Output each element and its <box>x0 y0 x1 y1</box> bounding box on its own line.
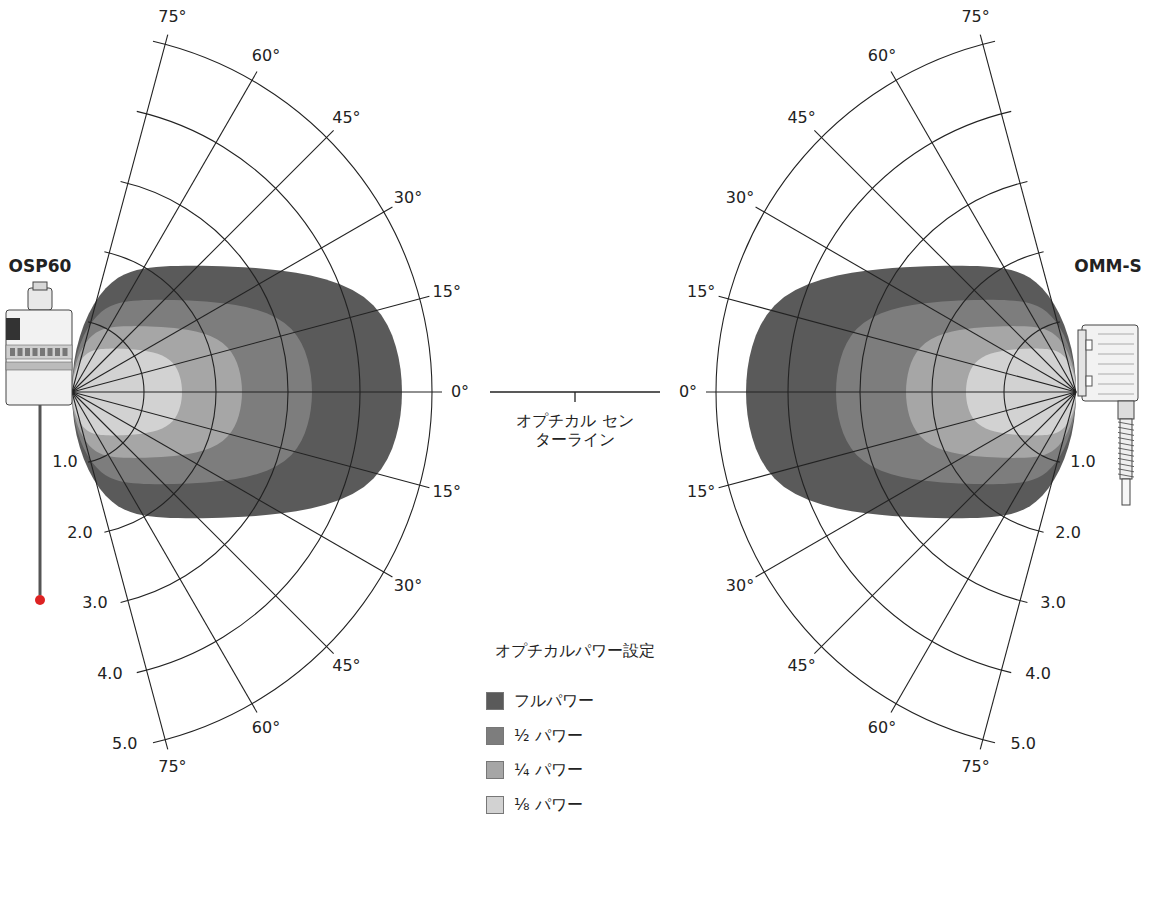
angle-line <box>72 35 168 392</box>
legend-text: ⅛ パワー <box>514 795 583 814</box>
angle-label: 15° <box>687 483 715 502</box>
thread <box>1118 448 1134 451</box>
thread <box>1118 453 1134 456</box>
fin <box>1098 364 1134 365</box>
angle-label: 45° <box>332 108 360 127</box>
legend-text: ½ パワー <box>514 726 583 745</box>
window-mark <box>25 348 30 356</box>
thread <box>1118 422 1134 425</box>
range-label: 2.0 <box>1055 523 1080 542</box>
fin <box>1098 334 1134 335</box>
center-tick <box>574 392 575 402</box>
thread <box>1118 458 1134 461</box>
osp60-probe <box>6 282 72 605</box>
thread <box>1118 474 1134 477</box>
thread <box>1118 443 1134 446</box>
thread <box>1118 427 1134 430</box>
window-mark <box>10 348 15 356</box>
angle-line <box>756 392 1076 577</box>
angle-label: 60° <box>252 718 280 737</box>
legend-swatch <box>486 796 504 814</box>
center-line-label: オプチカル センターライン <box>510 411 640 449</box>
thread <box>1118 464 1134 467</box>
thread <box>1118 469 1134 472</box>
legend-swatch <box>486 692 504 710</box>
angle-line <box>719 296 1076 392</box>
angle-label: 75° <box>961 8 989 27</box>
angle-label: 15° <box>687 282 715 301</box>
angle-label: 45° <box>332 657 360 676</box>
range-label: 1.0 <box>1070 453 1095 472</box>
angle-line <box>719 392 1076 488</box>
range-label: 1.0 <box>52 453 77 472</box>
legend-swatch <box>486 727 504 745</box>
angle-label: 45° <box>787 657 815 676</box>
range-label: 5.0 <box>112 735 137 754</box>
range-label: 5.0 <box>1010 735 1035 754</box>
legend-text: ¼ パワー <box>514 760 583 779</box>
angle-label: 30° <box>394 576 422 595</box>
angle-line <box>72 392 257 712</box>
angle-line <box>72 392 392 577</box>
angle-line <box>72 392 334 654</box>
window-mark <box>40 348 45 356</box>
angle-line <box>814 130 1076 392</box>
thread <box>1118 438 1134 441</box>
window-mark <box>63 348 68 356</box>
angle-line <box>814 392 1076 654</box>
range-label: 3.0 <box>1040 594 1065 613</box>
angle-label: 45° <box>787 108 815 127</box>
polar-plot <box>72 35 442 750</box>
angle-line <box>980 392 1076 749</box>
angle-line <box>72 207 392 392</box>
angle-label: 60° <box>252 46 280 65</box>
thread <box>1118 432 1134 435</box>
device-name: OSP60 <box>9 256 72 276</box>
angle-label: 30° <box>726 576 754 595</box>
angle-label: 75° <box>158 8 186 27</box>
fin <box>1098 354 1134 355</box>
window-mark <box>18 348 23 356</box>
angle-label: 15° <box>433 282 461 301</box>
angle-label: 15° <box>433 483 461 502</box>
angle-label: 75° <box>961 757 989 776</box>
range-label: 4.0 <box>1025 664 1050 683</box>
angle-label: 0° <box>679 382 697 401</box>
angle-line <box>706 391 1076 392</box>
polar-plot <box>706 35 1076 750</box>
angle-line <box>891 72 1076 392</box>
angle-line <box>72 392 168 749</box>
window-mark <box>48 348 53 356</box>
angle-line <box>72 392 429 488</box>
angle-label: 75° <box>158 757 186 776</box>
legend-swatch <box>486 761 504 779</box>
fin <box>1098 374 1134 375</box>
fin <box>1098 344 1134 345</box>
angle-line <box>891 392 1076 712</box>
range-label: 3.0 <box>82 594 107 613</box>
angle-label: 60° <box>868 718 896 737</box>
angle-label: 60° <box>868 46 896 65</box>
angle-label: 30° <box>726 188 754 207</box>
angle-line <box>756 207 1076 392</box>
angle-line <box>72 72 257 392</box>
angle-line <box>72 296 429 392</box>
fin <box>1098 394 1134 395</box>
angle-line <box>72 130 334 392</box>
device-name: OMM-S <box>1074 256 1142 276</box>
angle-label: 0° <box>451 382 469 401</box>
range-label: 4.0 <box>97 664 122 683</box>
legend-title: オプチカルパワー設定 <box>495 641 655 660</box>
legend-text: フルパワー <box>514 691 594 710</box>
range-label: 2.0 <box>67 523 92 542</box>
angle-line <box>72 391 442 392</box>
fin <box>1098 384 1134 385</box>
window-mark <box>33 348 38 356</box>
window-mark <box>55 348 60 356</box>
angle-label: 30° <box>394 188 422 207</box>
angle-line <box>980 35 1076 392</box>
omm-s-receiver <box>1078 325 1138 505</box>
